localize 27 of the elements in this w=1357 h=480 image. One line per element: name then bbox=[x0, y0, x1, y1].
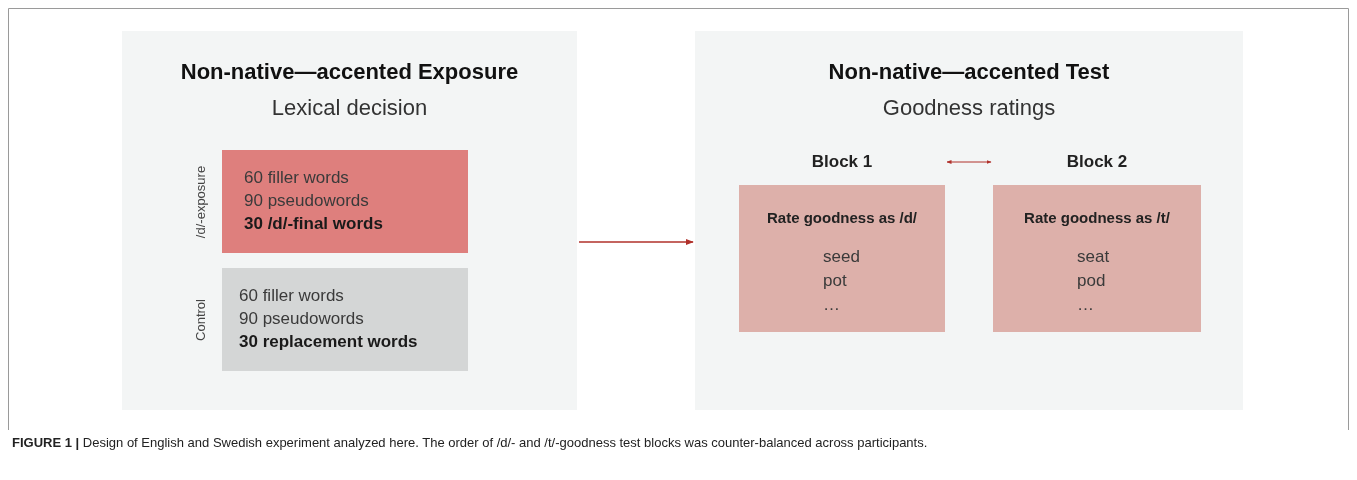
panel-title: Non-native—accented Test bbox=[827, 59, 1111, 85]
condition-label: /d/-exposure bbox=[192, 165, 208, 238]
stimulus-word: … bbox=[823, 295, 840, 315]
figure-caption: FIGURE 1 | Design of English and Swedish experiment analyzed here. The order of /d/- and /t/-goodness test blocks was counter-balanced across participants. bbox=[12, 435, 929, 450]
panel-title: Non-native—accented Exposure bbox=[179, 59, 520, 85]
stimulus-word: … bbox=[1077, 295, 1094, 315]
word-count-line: 60 filler words bbox=[239, 286, 344, 306]
arrow bbox=[578, 238, 694, 246]
stimulus-word: seed bbox=[823, 247, 860, 267]
word-count-line: 30 replacement words bbox=[239, 332, 418, 352]
block-heading: Block 1 bbox=[810, 152, 874, 172]
panel-subtitle: Goodness ratings bbox=[881, 95, 1057, 121]
word-count-line: 30 /d/-final words bbox=[244, 214, 383, 234]
panel-subtitle: Lexical decision bbox=[270, 95, 429, 121]
word-count-line: 90 pseudowords bbox=[244, 191, 369, 211]
stimulus-word: seat bbox=[1077, 247, 1110, 267]
word-count-line: 90 pseudowords bbox=[239, 309, 364, 329]
block-instruction: Rate goodness as /d/ bbox=[765, 209, 918, 226]
condition-label: Control bbox=[192, 298, 208, 341]
exposure-panel bbox=[122, 31, 577, 410]
stimulus-word: pot bbox=[823, 271, 847, 291]
stimulus-word: pod bbox=[1077, 271, 1106, 291]
block-heading: Block 2 bbox=[1065, 152, 1129, 172]
arrow bbox=[946, 160, 992, 164]
block-instruction: Rate goodness as /t/ bbox=[1023, 209, 1171, 226]
word-count-line: 60 filler words bbox=[244, 168, 349, 188]
test-panel bbox=[695, 31, 1243, 410]
